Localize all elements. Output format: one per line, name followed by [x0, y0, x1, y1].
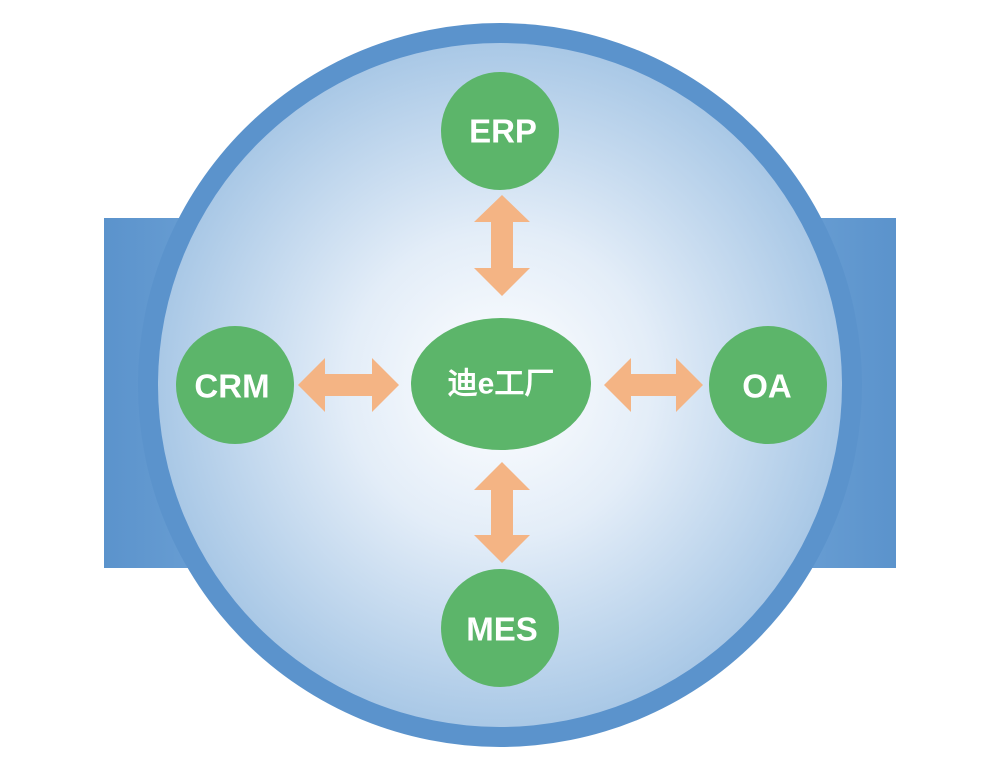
node-oa-label: OA: [742, 368, 792, 405]
node-crm: CRM: [176, 326, 294, 444]
arrow-bottom: [474, 462, 530, 563]
arrow-right: [604, 358, 703, 412]
arrow-left: [298, 358, 399, 412]
node-mes: MES: [441, 569, 559, 687]
node-center-label: 迪e工厂: [448, 368, 555, 401]
node-erp: ERP: [441, 72, 559, 190]
node-crm-label: CRM: [194, 368, 269, 405]
node-mes-label: MES: [466, 611, 538, 648]
node-oa: OA: [709, 326, 827, 444]
node-erp-label: ERP: [469, 113, 537, 150]
node-center: 迪e工厂: [411, 318, 591, 450]
arrow-top: [474, 195, 530, 296]
